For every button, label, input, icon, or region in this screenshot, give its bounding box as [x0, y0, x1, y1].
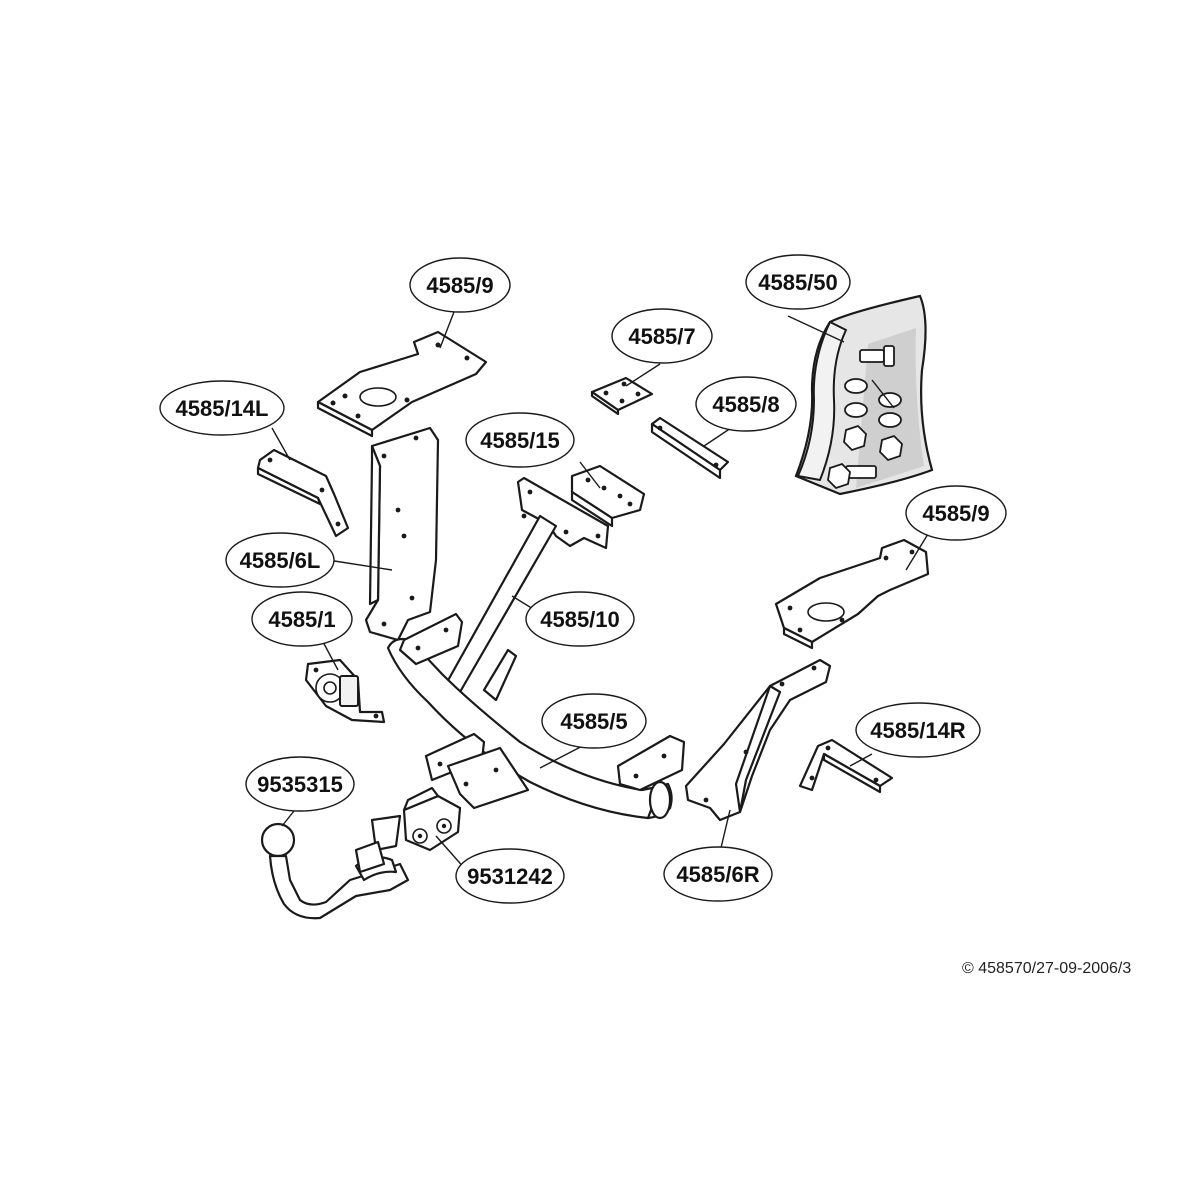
callout-4585-8: 4585/8	[695, 376, 797, 432]
callout-9535315: 9535315	[245, 756, 355, 812]
callout-4585-5: 4585/5	[541, 693, 647, 749]
callout-4585-14R: 4585/14R	[855, 702, 981, 758]
callout-9531242: 9531242	[455, 848, 565, 904]
callout-label: 4585/9	[922, 501, 989, 526]
callout-4585-6R: 4585/6R	[663, 846, 773, 902]
callout-label: 4585/6L	[240, 548, 321, 573]
callout-label: 4585/50	[758, 270, 838, 295]
callout-4585-9-top: 4585/9	[409, 257, 511, 313]
callout-4585-15: 4585/15	[465, 412, 575, 468]
part-coupling-9531242	[402, 786, 462, 852]
part-side-bracket-4585-6R	[684, 658, 832, 822]
callout-4585-14L: 4585/14L	[159, 380, 285, 436]
callout-4585-50: 4585/50	[745, 254, 851, 310]
callout-label: 4585/9	[426, 273, 493, 298]
part-plate-4585-7	[590, 376, 654, 416]
part-bracket-4585-14R	[798, 738, 894, 794]
callout-label: 4585/10	[540, 607, 620, 632]
callout-label: 9535315	[257, 772, 343, 797]
callout-4585-9-right: 4585/9	[905, 485, 1007, 541]
part-side-bracket-4585-6L	[364, 426, 440, 642]
callout-4585-10: 4585/10	[525, 591, 635, 647]
part-strut-4585-10	[444, 476, 610, 694]
part-hardware-bag-4585-50	[794, 294, 934, 496]
callout-4585-7: 4585/7	[611, 308, 713, 364]
callout-label: 4585/14L	[176, 396, 269, 421]
part-strip-4585-8	[650, 416, 730, 480]
callout-label: 4585/1	[268, 607, 335, 632]
callout-label: 4585/8	[712, 392, 779, 417]
part-tow-ball-9535315	[260, 814, 410, 920]
callout-label: 4585/15	[480, 428, 560, 453]
callout-label: 4585/6R	[676, 862, 759, 887]
part-crossbar-4585-5	[386, 612, 686, 820]
part-bracket-4585-15	[570, 464, 646, 528]
callout-label: 9531242	[467, 864, 553, 889]
callout-label: 4585/5	[560, 709, 627, 734]
callout-4585-6L: 4585/6L	[225, 532, 335, 588]
copyright-notice: © 458570/27-09-2006/3	[962, 960, 1132, 977]
part-plate-4585-9-right	[774, 538, 930, 650]
callout-label: 4585/7	[628, 324, 695, 349]
callout-4585-1: 4585/1	[251, 591, 353, 647]
part-socket-plate-4585-1	[304, 658, 386, 724]
part-plate-4585-9-top	[316, 330, 488, 438]
callout-label: 4585/14R	[870, 718, 966, 743]
part-bracket-4585-14L	[256, 448, 350, 538]
